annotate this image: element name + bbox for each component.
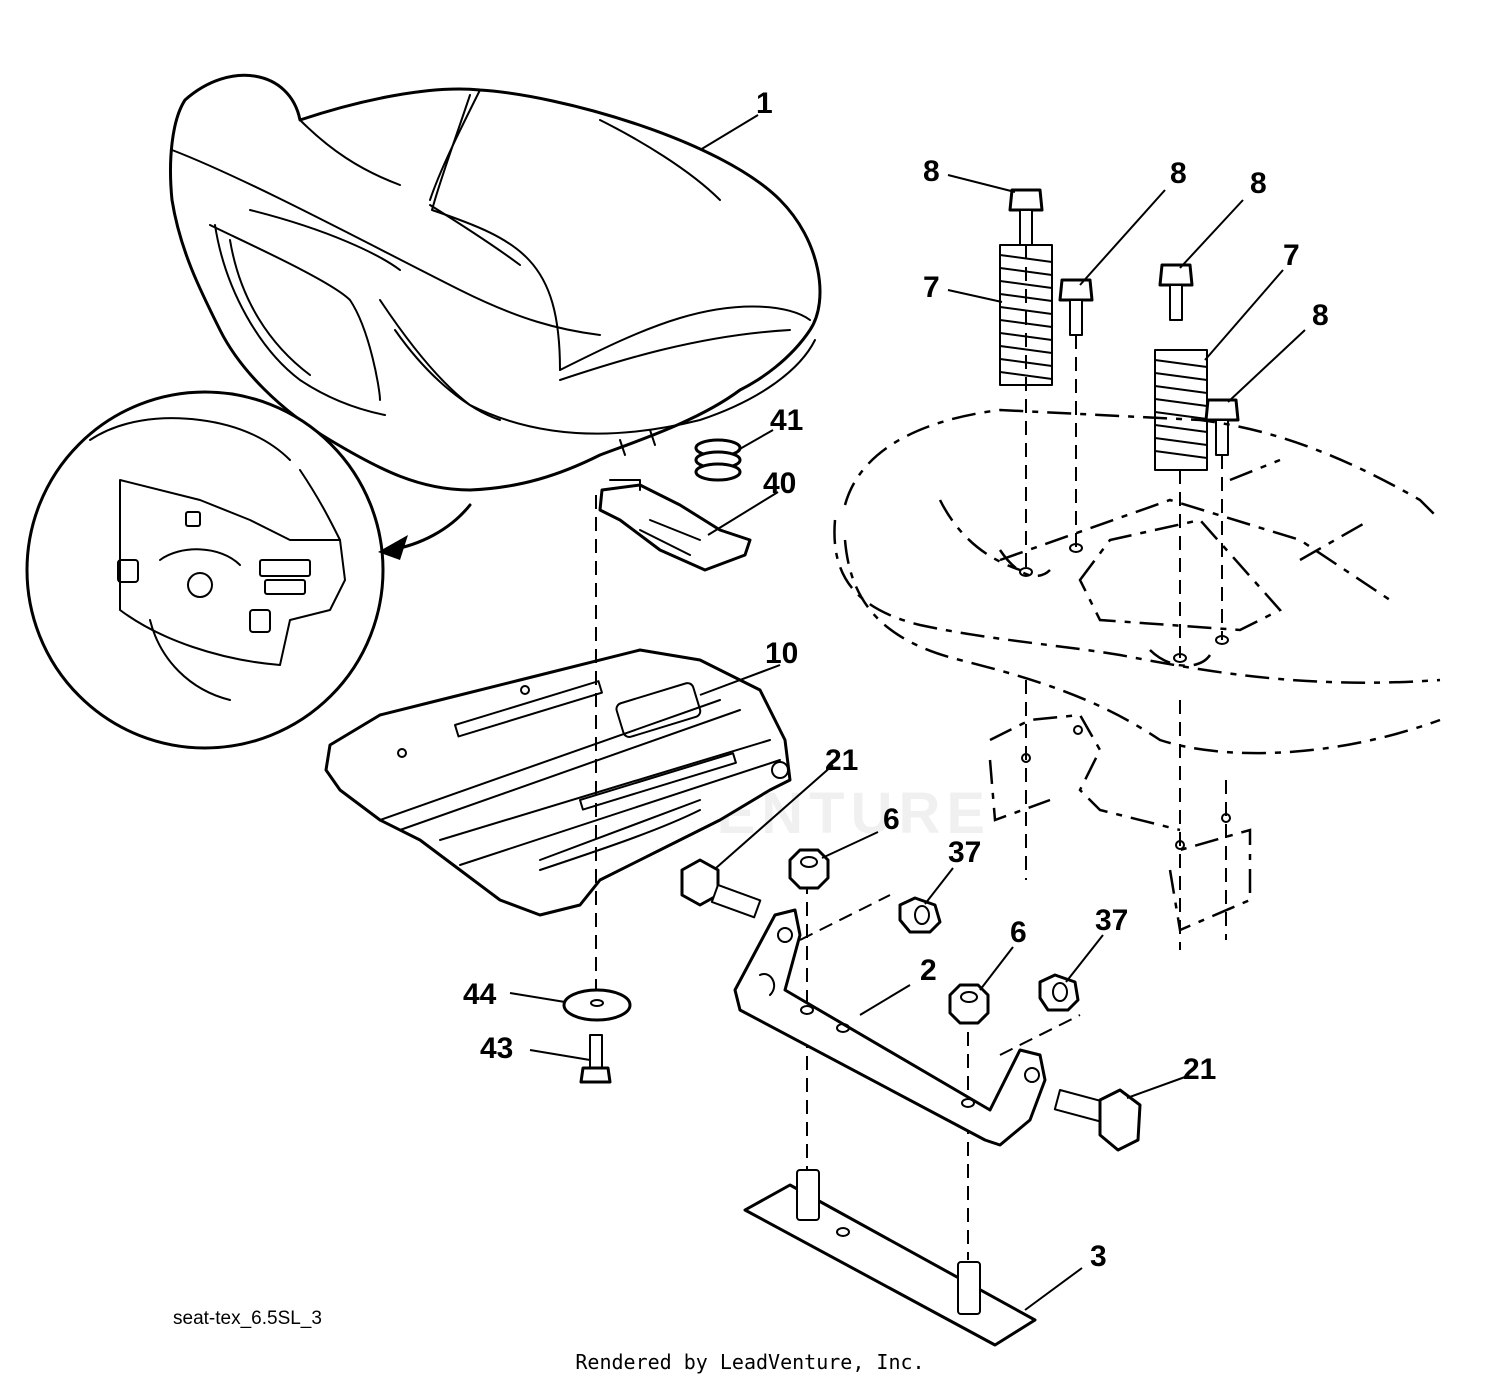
- spring-right[interactable]: [1154, 349, 1208, 471]
- callout-6b[interactable]: 6: [1010, 916, 1027, 949]
- callout-8a[interactable]: 8: [923, 155, 940, 188]
- callout-1[interactable]: 1: [756, 87, 773, 120]
- shoulder-bolt-left[interactable]: [680, 858, 762, 919]
- base-plate[interactable]: [743, 1169, 1037, 1347]
- latch[interactable]: [598, 479, 752, 572]
- seat[interactable]: [169, 73, 822, 492]
- small-spring[interactable]: [694, 438, 742, 482]
- bolt-a[interactable]: [1008, 188, 1044, 246]
- callout-8b[interactable]: 8: [1170, 157, 1187, 190]
- lock-nut-a[interactable]: [898, 896, 942, 934]
- washer[interactable]: [562, 988, 632, 1022]
- footer-credit: Rendered by LeadVenture, Inc.: [575, 1350, 925, 1374]
- seat-pan[interactable]: [324, 648, 792, 917]
- mount-bracket[interactable]: [733, 908, 1047, 1147]
- screw[interactable]: [579, 1034, 612, 1084]
- bolt-c[interactable]: [1158, 263, 1194, 321]
- callout-37b[interactable]: 37: [1095, 904, 1128, 937]
- lock-nut-b[interactable]: [1038, 973, 1080, 1012]
- callout-10[interactable]: 10: [765, 637, 798, 670]
- callout-3[interactable]: 3: [1090, 1240, 1107, 1273]
- callout-43[interactable]: 43: [480, 1032, 513, 1065]
- alignment-lines: [595, 245, 1227, 1260]
- callout-44[interactable]: 44: [463, 978, 497, 1011]
- callout-leaders: [509, 114, 1306, 1311]
- callout-8d[interactable]: 8: [1312, 299, 1329, 332]
- callout-7b[interactable]: 7: [1283, 239, 1300, 272]
- callout-2[interactable]: 2: [920, 954, 937, 987]
- shoulder-bolt-right[interactable]: [1053, 1088, 1142, 1152]
- fender-deck: [833, 408, 1441, 932]
- callout-6a[interactable]: 6: [883, 803, 900, 836]
- callout-8c[interactable]: 8: [1250, 167, 1267, 200]
- callout-37a[interactable]: 37: [948, 836, 981, 869]
- callout-21b[interactable]: 21: [1183, 1053, 1216, 1086]
- bolt-b[interactable]: [1058, 278, 1094, 336]
- callout-7a[interactable]: 7: [923, 271, 940, 304]
- callout-41[interactable]: 41: [770, 404, 803, 437]
- callout-21a[interactable]: 21: [825, 744, 858, 777]
- callout-labels: 1 8 8 8 8 7 7 41 40 10 21 6 37 2 6 37 21…: [463, 87, 1329, 1273]
- nut-b[interactable]: [948, 983, 990, 1025]
- diagram-code: seat-tex_6.5SL_3: [173, 1308, 322, 1329]
- nut-a[interactable]: [788, 848, 830, 890]
- bolt-d[interactable]: [1204, 398, 1240, 456]
- callout-40[interactable]: 40: [763, 467, 796, 500]
- detail-inset: [25, 390, 472, 750]
